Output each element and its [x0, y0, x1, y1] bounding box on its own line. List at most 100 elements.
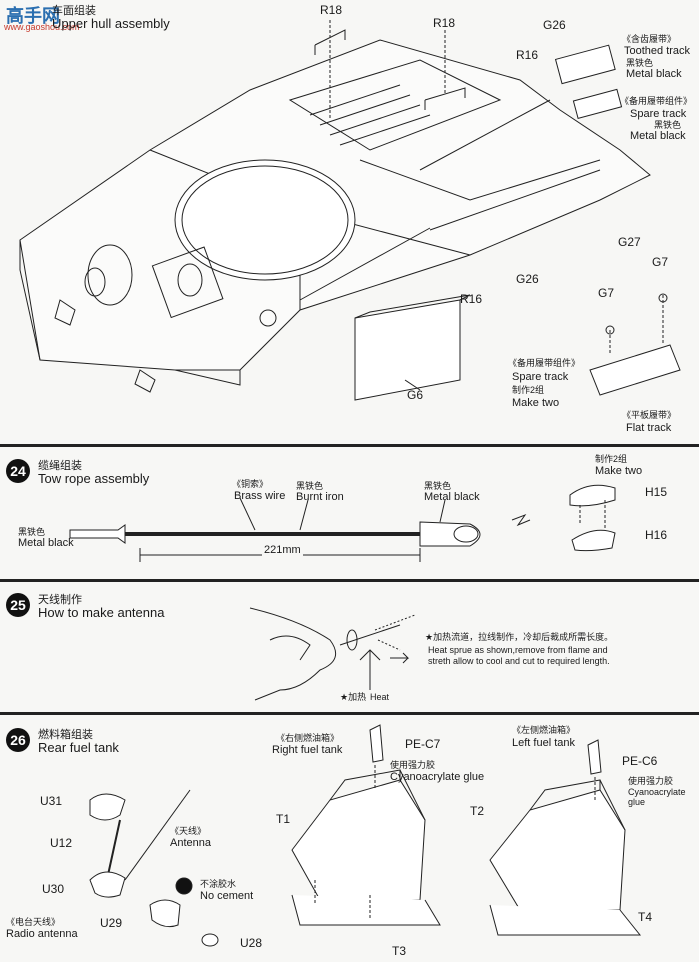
- part-r18-b: R18: [433, 16, 456, 30]
- section-divider: [0, 712, 699, 715]
- rod-r16-a: [419, 99, 551, 171]
- step-25-title-cn: 天线制作: [38, 594, 82, 606]
- right-fuel-tank: [291, 779, 426, 901]
- watermark-logo: 高手网 www.gaoshou.com: [0, 0, 150, 40]
- step-24-title-cn: 缆绳组装: [38, 460, 82, 472]
- step-25-title-en: How to make antenna: [38, 605, 165, 620]
- glue-note-b-cn: 使用强力胶: [628, 776, 674, 786]
- toothed-track-part: [554, 44, 616, 85]
- part-u12: U12: [50, 836, 73, 850]
- glue-note-a-en: Cyanoacrylate glue: [390, 771, 485, 783]
- rope-length: 221mm: [262, 544, 303, 556]
- upper-hull-title-en: Upper hull assembly: [52, 16, 170, 31]
- tow-rope-right-end: [419, 521, 481, 547]
- flat-track-label-cn: 《平板履带》: [622, 410, 677, 420]
- heat-label-en: Heat: [370, 692, 390, 702]
- part-g27: G27: [618, 235, 641, 249]
- part-g6: G6: [407, 388, 424, 402]
- step-26-title-en: Rear fuel tank: [38, 740, 119, 755]
- handle-r18-b: [424, 87, 466, 110]
- glue-note-b-en-2: glue: [628, 797, 646, 807]
- part-t1: T1: [276, 812, 291, 826]
- toothed-track-label-cn: 《含齿履带》: [622, 34, 677, 44]
- spare-track-color-cn: 黑铁色: [654, 120, 682, 130]
- antenna-bracket-u29: [149, 899, 181, 928]
- part-pe-c7: PE-C7: [405, 737, 441, 751]
- step-24-title-en: Tow rope assembly: [38, 471, 150, 486]
- part-g26-b: G26: [516, 272, 539, 286]
- spare-track-label-cn: 《备用履带组件》: [620, 96, 693, 106]
- step-26-title-cn: 燃料箱组装: [38, 729, 93, 741]
- left-metal-black-en: Metal black: [18, 537, 74, 549]
- make-two-24-cn: 制作2组: [595, 454, 628, 464]
- toothed-track-color-en: Metal black: [626, 68, 682, 80]
- rod-r16-b: [299, 227, 431, 301]
- antenna-note-en-1: Heat sprue as shown,remove from flame an…: [428, 645, 608, 655]
- upper-hull-drawing: [19, 39, 651, 401]
- spare-track2-label-en: Spare track: [512, 371, 569, 383]
- left-metal-black-cn: 黑铁色: [18, 527, 46, 537]
- antenna-mount-u30: [89, 871, 126, 898]
- no-cement-en: No cement: [200, 890, 254, 902]
- glue-note-a-cn: 使用强力胶: [390, 760, 436, 770]
- antenna-label-en: Antenna: [170, 837, 211, 849]
- upper-hull-title-cn: 车面组装: [52, 5, 96, 17]
- part-pe-c6: PE-C6: [622, 754, 658, 768]
- metal-black-en: Metal black: [424, 491, 480, 503]
- step-25-number: 25: [6, 593, 30, 617]
- no-cement-cn: 不涂胶水: [200, 879, 237, 889]
- part-r16-a: R16: [516, 48, 539, 62]
- part-u29: U29: [100, 916, 123, 930]
- part-g7-b: G7: [652, 255, 669, 269]
- heat-arrow: [359, 649, 381, 690]
- part-g7-a: G7: [598, 286, 615, 300]
- flat-track-part: [589, 344, 681, 396]
- spare-track2-label-cn: 《备用履带组件》: [508, 358, 581, 368]
- radio-antenna-cn: 《电台天线》: [6, 917, 61, 927]
- no-cement-symbol: [175, 877, 193, 895]
- left-fuel-tank-en: Left fuel tank: [512, 737, 575, 749]
- right-fuel-tank-cn: 《右侧燃油箱》: [276, 733, 340, 743]
- flat-track-label-en: Flat track: [626, 422, 672, 434]
- part-t4: T4: [638, 910, 653, 924]
- part-r16-b: R16: [460, 292, 483, 306]
- section-divider: [0, 444, 699, 447]
- antenna-cap-u28: [201, 933, 219, 947]
- make-two-24-en: Make two: [595, 465, 643, 477]
- part-h15: H15: [645, 485, 668, 499]
- antenna-rod: [124, 789, 191, 881]
- section-divider: [0, 579, 699, 582]
- make-two-en: Make two: [512, 397, 560, 409]
- part-g26-a: G26: [543, 18, 566, 32]
- make-two-cn: 制作2组: [512, 385, 545, 395]
- hand-drawing: [249, 607, 337, 701]
- toothed-track-color-cn: 黑铁色: [626, 58, 654, 68]
- radio-antenna-en: Radio antenna: [6, 928, 78, 940]
- metal-black-cn: 黑铁色: [424, 481, 452, 491]
- brass-wire-cn: 《铜索》: [232, 479, 269, 489]
- brass-wire-en: Brass wire: [234, 490, 286, 502]
- spare-track-part: [572, 88, 623, 119]
- part-t3: T3: [392, 944, 407, 958]
- antenna-note-cn: ★加热流道，拉线制作，冷却后裁成所需长度。: [425, 632, 614, 642]
- right-fuel-tank-en: Right fuel tank: [272, 744, 343, 756]
- step-26-number: 26: [6, 728, 30, 752]
- part-u28: U28: [240, 936, 263, 950]
- spare-track-label-en: Spare track: [630, 108, 687, 120]
- left-fuel-tank: [489, 789, 626, 911]
- tow-rope-left-end: [69, 524, 126, 544]
- watermark-url: www.gaoshou.com: [4, 22, 80, 32]
- watermark-text: 高手网: [6, 6, 60, 26]
- glue-note-b-en-1: Cyanoacrylate: [628, 787, 686, 797]
- left-fuel-tank-cn: 《左侧燃油箱》: [512, 725, 576, 735]
- part-r18-a: R18: [320, 3, 343, 17]
- step-24-number: 24: [6, 459, 30, 483]
- antenna-base-u31: [89, 793, 126, 821]
- antenna-note-en-2: streth allow to cool and cut to required…: [428, 656, 610, 666]
- part-t2: T2: [470, 804, 485, 818]
- burnt-iron-en: Burnt iron: [296, 491, 344, 503]
- handle-r18-a: [314, 29, 346, 55]
- part-u31: U31: [40, 794, 63, 808]
- toothed-track-label-en: Toothed track: [624, 45, 691, 57]
